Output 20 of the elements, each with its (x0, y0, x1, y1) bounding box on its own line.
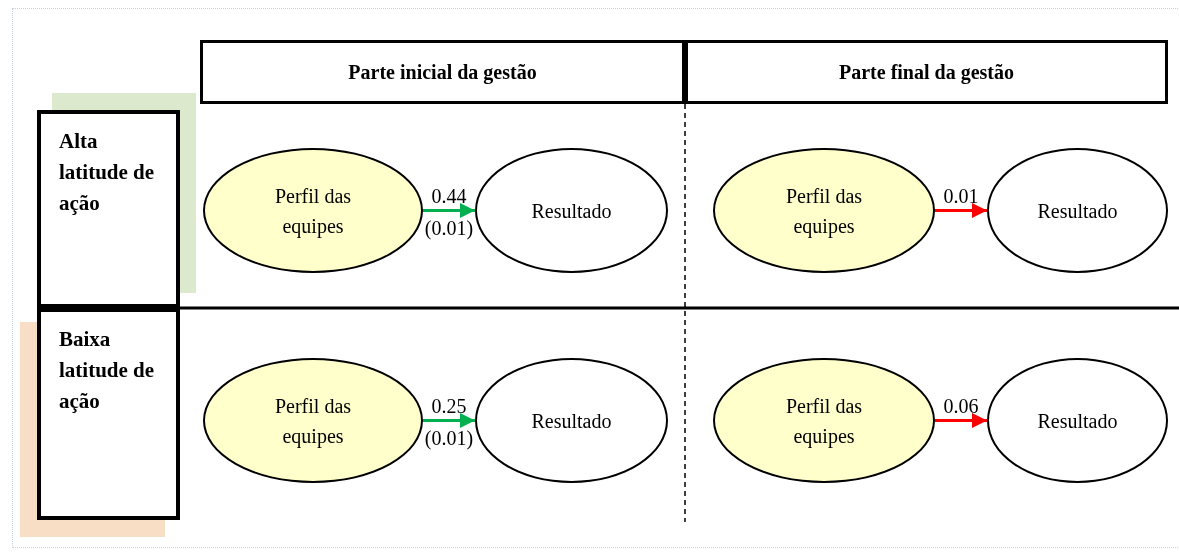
edge-label: 0.25 (0.01) (424, 394, 474, 449)
input-ellipse: Perfil das equipes (713, 148, 935, 273)
arrow (935, 413, 987, 428)
column-header: Parte final da gestão (685, 40, 1168, 104)
outcome-ellipse: Resultado (475, 358, 668, 483)
outcome-ellipse: Resultado (987, 148, 1168, 273)
edge-label: 0.44 (0.01) (424, 184, 474, 239)
arrow (423, 203, 475, 218)
row-header: Baixa latitude de ação (37, 308, 180, 520)
input-ellipse: Perfil das equipes (203, 358, 423, 483)
input-ellipse: Perfil das equipes (203, 148, 423, 273)
outcome-ellipse: Resultado (987, 358, 1168, 483)
arrow (935, 203, 987, 218)
edge-label: 0.06 (943, 394, 979, 417)
outcome-ellipse: Resultado (475, 148, 668, 273)
edge-label: 0.01 (943, 184, 979, 207)
input-ellipse: Perfil das equipes (713, 358, 935, 483)
row-header: Alta latitude de ação (37, 110, 180, 308)
arrow (423, 413, 475, 428)
column-header: Parte inicial da gestão (200, 40, 685, 104)
